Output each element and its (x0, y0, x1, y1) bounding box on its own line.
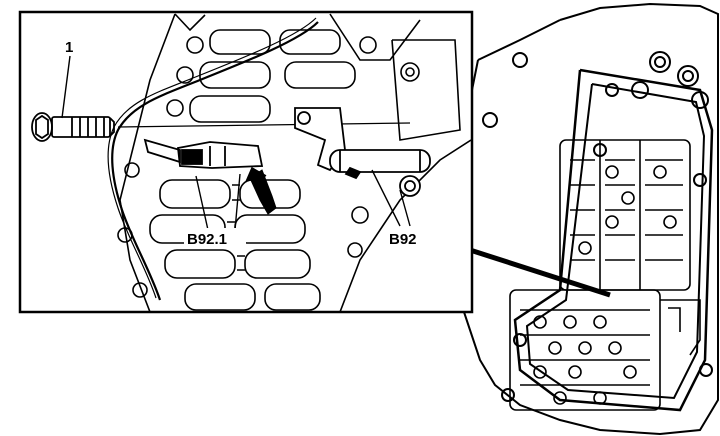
leader-bolt (61, 55, 71, 119)
transmission-housing (459, 2, 719, 436)
label-b92-1: B92.1 (187, 231, 227, 248)
valve-body-outline (119, 13, 206, 311)
connector-b92-1 (143, 138, 264, 169)
bolt (31, 112, 115, 142)
leader-b92-1-a (195, 175, 209, 231)
removal-arrow (249, 169, 277, 215)
speed-sensor-b92 (294, 107, 431, 197)
leader-b92-b (399, 189, 411, 227)
valve-body-installed (509, 139, 701, 411)
valve-spools-lower (117, 162, 369, 311)
label-b92: B92 (389, 231, 417, 248)
label-bolt: 1 (65, 39, 73, 56)
bolt-axis-line (117, 122, 411, 128)
detail-leader-line (469, 247, 611, 298)
detail-inset: 1 B92.1 B92 (18, 10, 474, 314)
leader-b92-a (371, 169, 401, 227)
leader-b92-1-b (234, 173, 241, 231)
